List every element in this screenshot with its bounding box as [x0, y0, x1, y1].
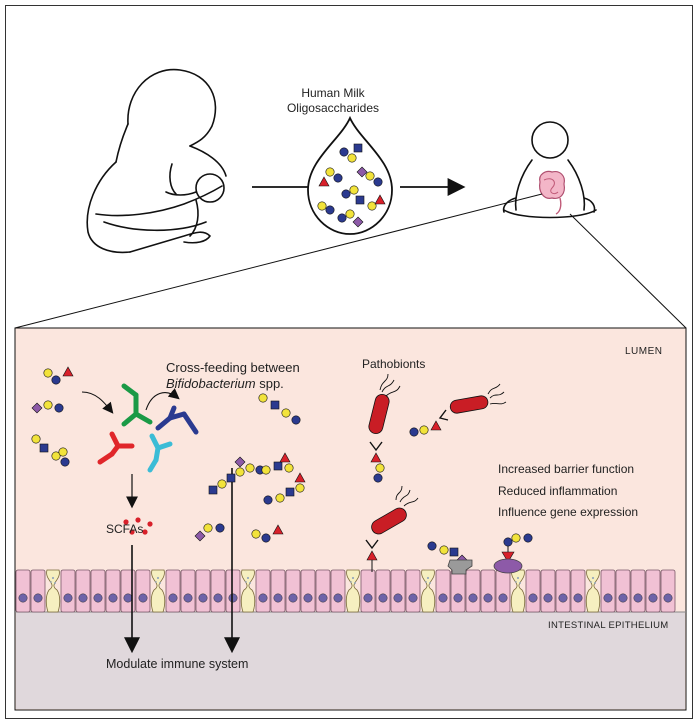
epithelial-cell	[600, 569, 616, 613]
hmo-receptor-purple	[493, 533, 533, 574]
goblet-cell	[150, 569, 166, 613]
epithelial-cell	[570, 569, 586, 613]
goblet-cell	[510, 569, 526, 613]
bifidobacterium-cyan	[147, 433, 173, 473]
epithelial-cell	[225, 569, 241, 613]
pathobiont-1	[368, 373, 401, 483]
epithelium-label: INTESTINAL EPITHELIUM	[548, 620, 669, 631]
effect-gene-expression: Influence gene expression	[498, 505, 639, 519]
goblet-cell	[585, 569, 601, 613]
epithelial-cell	[60, 569, 76, 613]
effect-barrier: Increased barrier function	[498, 462, 635, 476]
infant-icon	[502, 121, 597, 219]
scfa-label: SCFAs	[106, 522, 144, 536]
epithelial-cell	[615, 569, 631, 613]
epithelial-cell	[645, 569, 661, 613]
lumen-label: LUMEN	[625, 346, 663, 357]
epithelial-cell	[15, 569, 31, 613]
zoom-line-left	[14, 193, 543, 329]
arrow-hmo-to-bifido	[81, 391, 114, 414]
spp-suffix: spp.	[255, 376, 284, 391]
epithelial-cell	[405, 569, 421, 613]
hmo-title-line2: Oligosaccharides	[286, 101, 380, 115]
epithelial-cell	[195, 569, 211, 613]
pathobionts-label: Pathobionts	[362, 357, 426, 371]
epithelial-cell	[105, 569, 121, 613]
cross-feeding-label: Cross-feeding between Bifidobacterium sp…	[166, 360, 300, 392]
epithelial-cell	[360, 569, 376, 613]
effect-inflammation: Reduced inflammation	[498, 484, 618, 498]
hmo-title-line1: Human Milk	[301, 86, 365, 100]
cross-feeding-line1: Cross-feeding between	[166, 360, 300, 375]
epithelial-cell	[390, 569, 406, 613]
bifidobacterium-green	[121, 383, 153, 427]
epithelial-cell	[540, 569, 556, 613]
epithelial-cell	[135, 569, 151, 613]
epithelial-cell	[555, 569, 571, 613]
goblet-cell	[45, 569, 61, 613]
scfa-dots-icon	[123, 517, 153, 535]
bifidobacterium-red	[97, 431, 135, 465]
epithelial-cell	[450, 569, 466, 613]
bifidobacterium-genus: Bifidobacterium	[166, 376, 256, 391]
pathobiont-3-attached	[365, 485, 419, 572]
hmo-title: Human Milk Oligosaccharides	[258, 86, 408, 116]
epithelial-cell	[300, 569, 316, 613]
milk-droplet-icon	[307, 115, 393, 235]
epithelial-cell	[270, 569, 286, 613]
epithelial-cell	[30, 569, 46, 613]
hmo-receptor-grey	[427, 541, 473, 575]
pathobiont-2	[409, 383, 507, 437]
epithelial-cell	[90, 569, 106, 613]
epithelial-cell	[315, 569, 331, 613]
epithelial-cell	[660, 569, 676, 613]
goblet-cell	[420, 569, 436, 613]
epithelial-cell	[375, 569, 391, 613]
goblet-cell	[240, 569, 256, 613]
epithelial-cell	[285, 569, 301, 613]
immune-label: Modulate immune system	[106, 657, 249, 671]
epithelial-cell	[255, 569, 271, 613]
goblet-cell	[345, 569, 361, 613]
epithelial-cell	[75, 569, 91, 613]
epithelial-cell	[465, 569, 481, 613]
epithelial-cell	[165, 569, 181, 613]
epithelial-cell	[180, 569, 196, 613]
breastfeeding-mother-icon	[86, 68, 227, 254]
epithelial-cell	[480, 569, 496, 613]
arrow-cross-feeding	[145, 388, 180, 411]
epithelial-cell	[330, 569, 346, 613]
bifidobacterium-navy	[155, 405, 199, 435]
epithelial-cell	[495, 569, 511, 613]
zoom-line-right	[569, 213, 687, 329]
epithelial-cell	[525, 569, 541, 613]
epithelium-region	[16, 612, 685, 709]
epithelial-cell	[120, 569, 136, 613]
infant-gut-icon	[539, 170, 565, 215]
epithelial-cell	[210, 569, 226, 613]
epithelial-cell	[435, 569, 451, 613]
epithelial-cell	[630, 569, 646, 613]
